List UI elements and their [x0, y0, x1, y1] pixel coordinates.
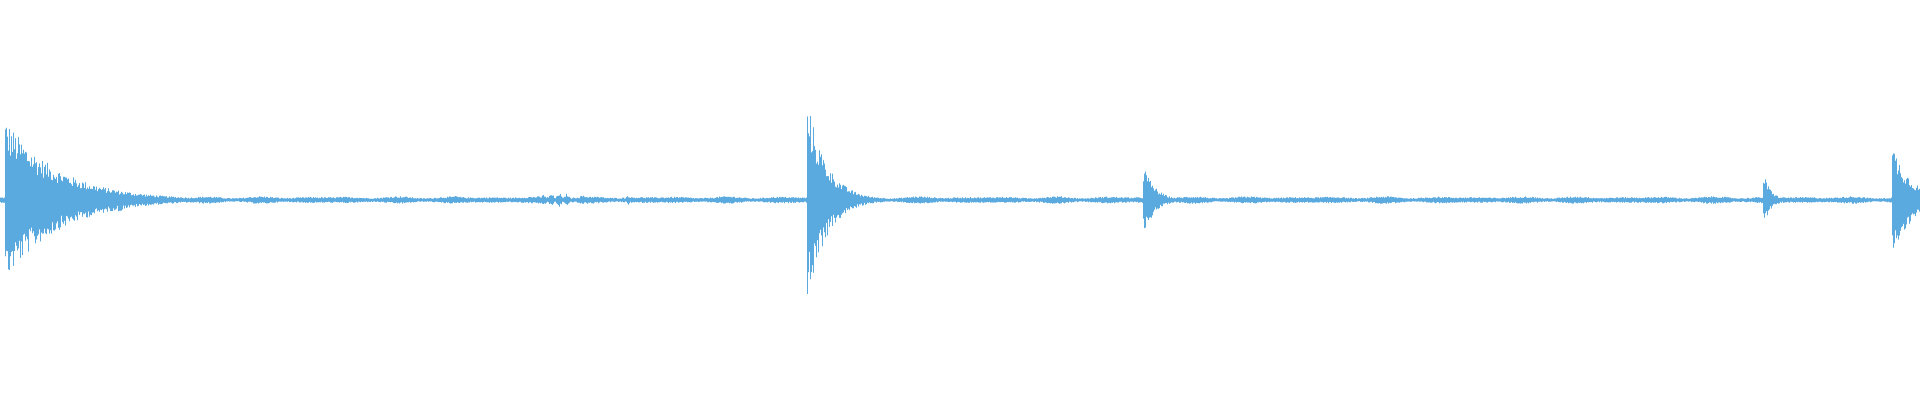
- waveform-path: [0, 116, 1920, 294]
- waveform-trace: [0, 116, 1920, 294]
